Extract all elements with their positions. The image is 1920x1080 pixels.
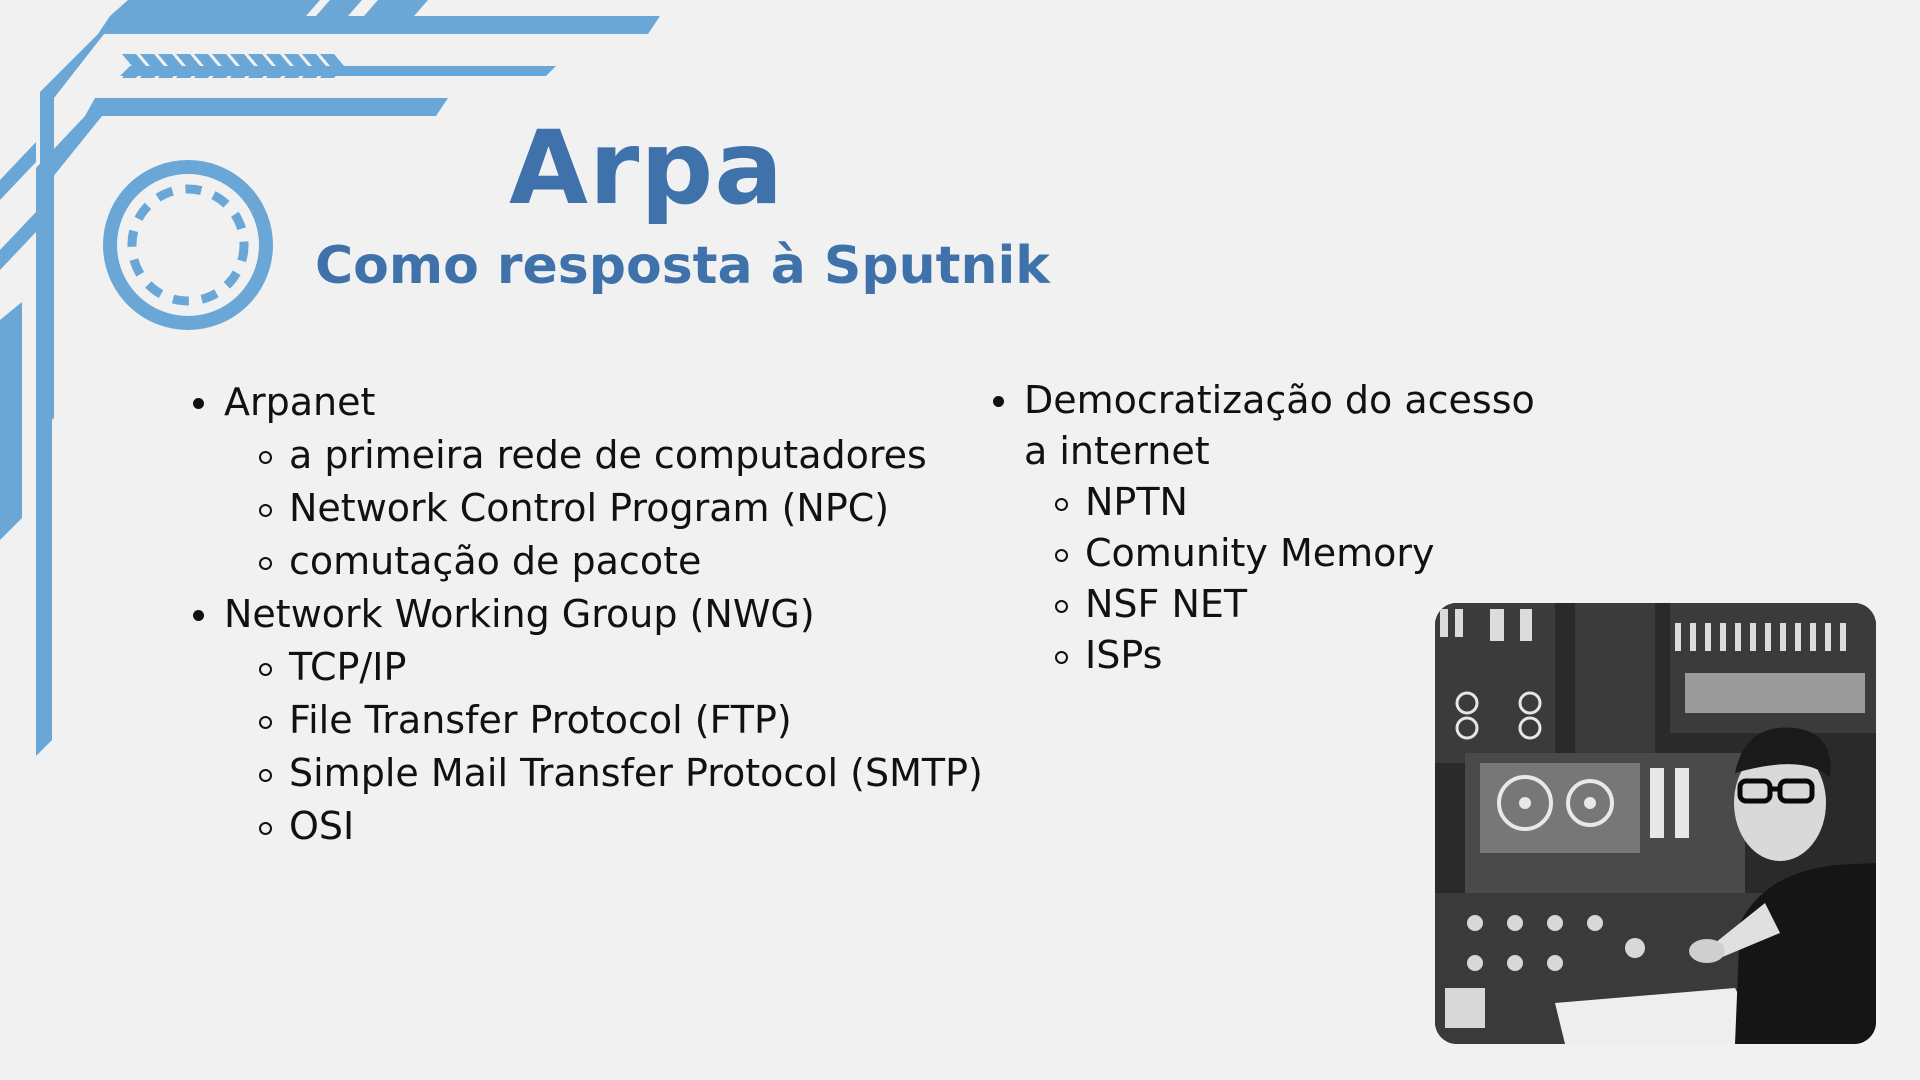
historical-photo bbox=[1435, 603, 1876, 1044]
sub-list-item: Network Control Program (NPC) bbox=[190, 482, 990, 535]
sub-list-item: NSF NET bbox=[990, 579, 1550, 630]
list-item: Democratização do acesso a internet bbox=[990, 375, 1550, 477]
corner-circuit-decoration bbox=[0, 0, 660, 756]
sub-list-item: File Transfer Protocol (FTP) bbox=[190, 694, 990, 747]
sub-list-item: Simple Mail Transfer Protocol (SMTP) bbox=[190, 747, 990, 800]
slide-subtitle: Como resposta à Sputnik bbox=[315, 236, 1050, 296]
sub-list-item: a primeira rede de computadores bbox=[190, 429, 990, 482]
sub-list-item: comutação de pacote bbox=[190, 535, 990, 588]
sub-list-item: Comunity Memory bbox=[990, 528, 1550, 579]
left-bullet-list: Arpanet a primeira rede de computadores … bbox=[190, 376, 990, 853]
photo-man-at-console-icon bbox=[1435, 603, 1876, 1044]
list-item: Arpanet bbox=[190, 376, 990, 429]
list-item: Network Working Group (NWG) bbox=[190, 588, 990, 641]
sub-list-item: NPTN bbox=[990, 477, 1550, 528]
right-bullet-list: Democratização do acesso a internet NPTN… bbox=[990, 375, 1550, 681]
chevron-arrows-icon bbox=[122, 54, 344, 78]
sub-list-item: ISPs bbox=[990, 630, 1550, 681]
sub-list-item: TCP/IP bbox=[190, 641, 990, 694]
slide-title: Arpa bbox=[509, 109, 785, 228]
sub-list-item: OSI bbox=[190, 800, 990, 853]
dashed-circle-icon bbox=[103, 160, 273, 330]
